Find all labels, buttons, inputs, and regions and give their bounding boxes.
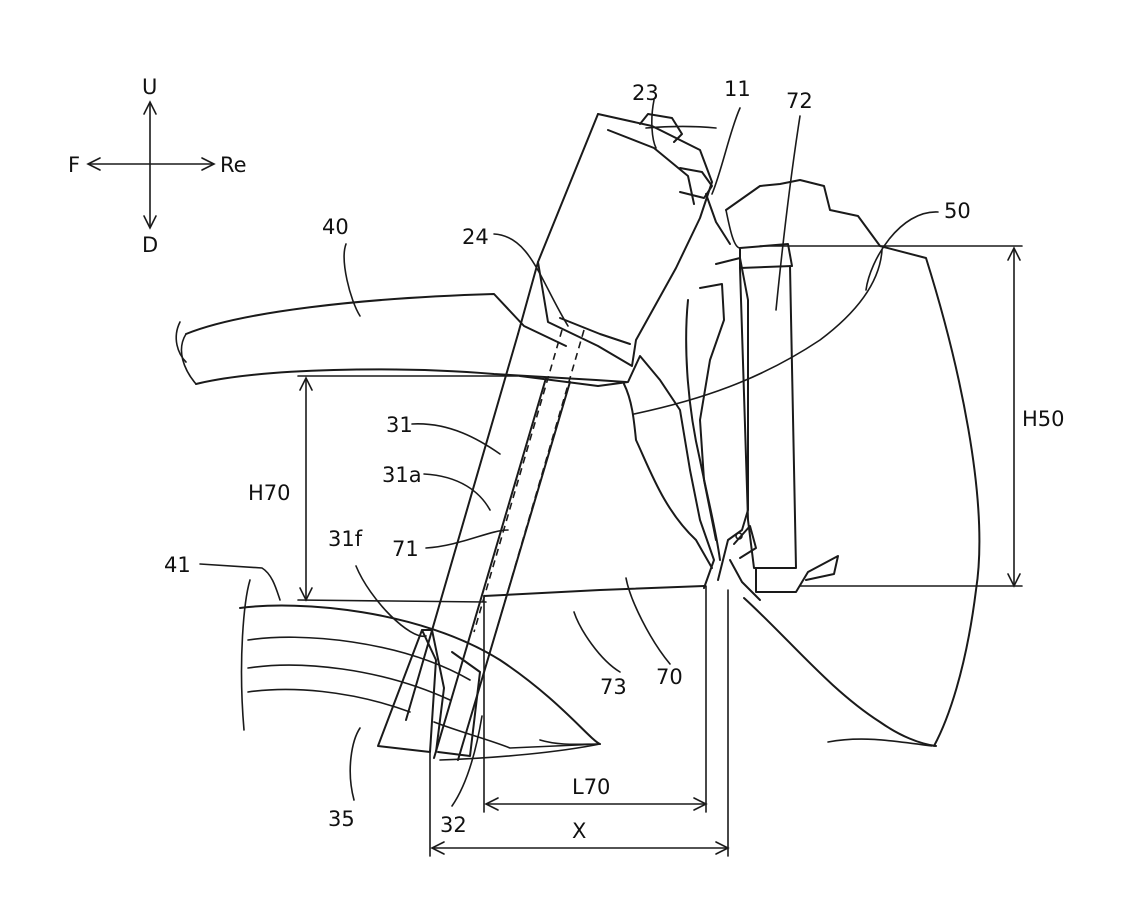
label-72: 72 [786, 89, 813, 113]
label-24: 24 [462, 225, 489, 249]
dimension-lines [297, 245, 1023, 857]
up-label: U [142, 75, 157, 99]
label-40: 40 [322, 215, 349, 239]
down-label: D [142, 233, 158, 257]
rear-label: Re [220, 153, 247, 177]
label-35: 35 [328, 807, 355, 831]
cover-40 [175, 293, 627, 385]
dim-x: X [572, 819, 586, 843]
direction-indicator: U D F Re [68, 75, 247, 257]
dim-l70: L70 [572, 775, 610, 799]
label-23: 23 [632, 81, 659, 105]
label-71: 71 [392, 537, 419, 561]
label-31a: 31a [382, 463, 422, 487]
duct-70 [297, 249, 883, 603]
label-11: 11 [724, 77, 751, 101]
label-31f: 31f [328, 527, 363, 551]
label-50: 50 [944, 199, 971, 223]
label-31: 31 [386, 413, 413, 437]
upper-bracket [537, 113, 731, 367]
label-41: 41 [164, 553, 191, 577]
meter-unit-50 [725, 179, 981, 747]
front-label: F [68, 153, 80, 177]
label-32: 32 [440, 813, 467, 837]
dim-h50: H50 [1022, 407, 1065, 431]
label-73: 73 [600, 675, 627, 699]
leader-lines [199, 99, 939, 807]
dim-h70: H70 [248, 481, 291, 505]
reference-labels: 23 11 72 50 40 24 31 31a 71 31f 41 73 70… [164, 77, 971, 837]
label-70: 70 [656, 665, 683, 689]
dimension-labels: H70 H50 L70 X [248, 407, 1065, 843]
